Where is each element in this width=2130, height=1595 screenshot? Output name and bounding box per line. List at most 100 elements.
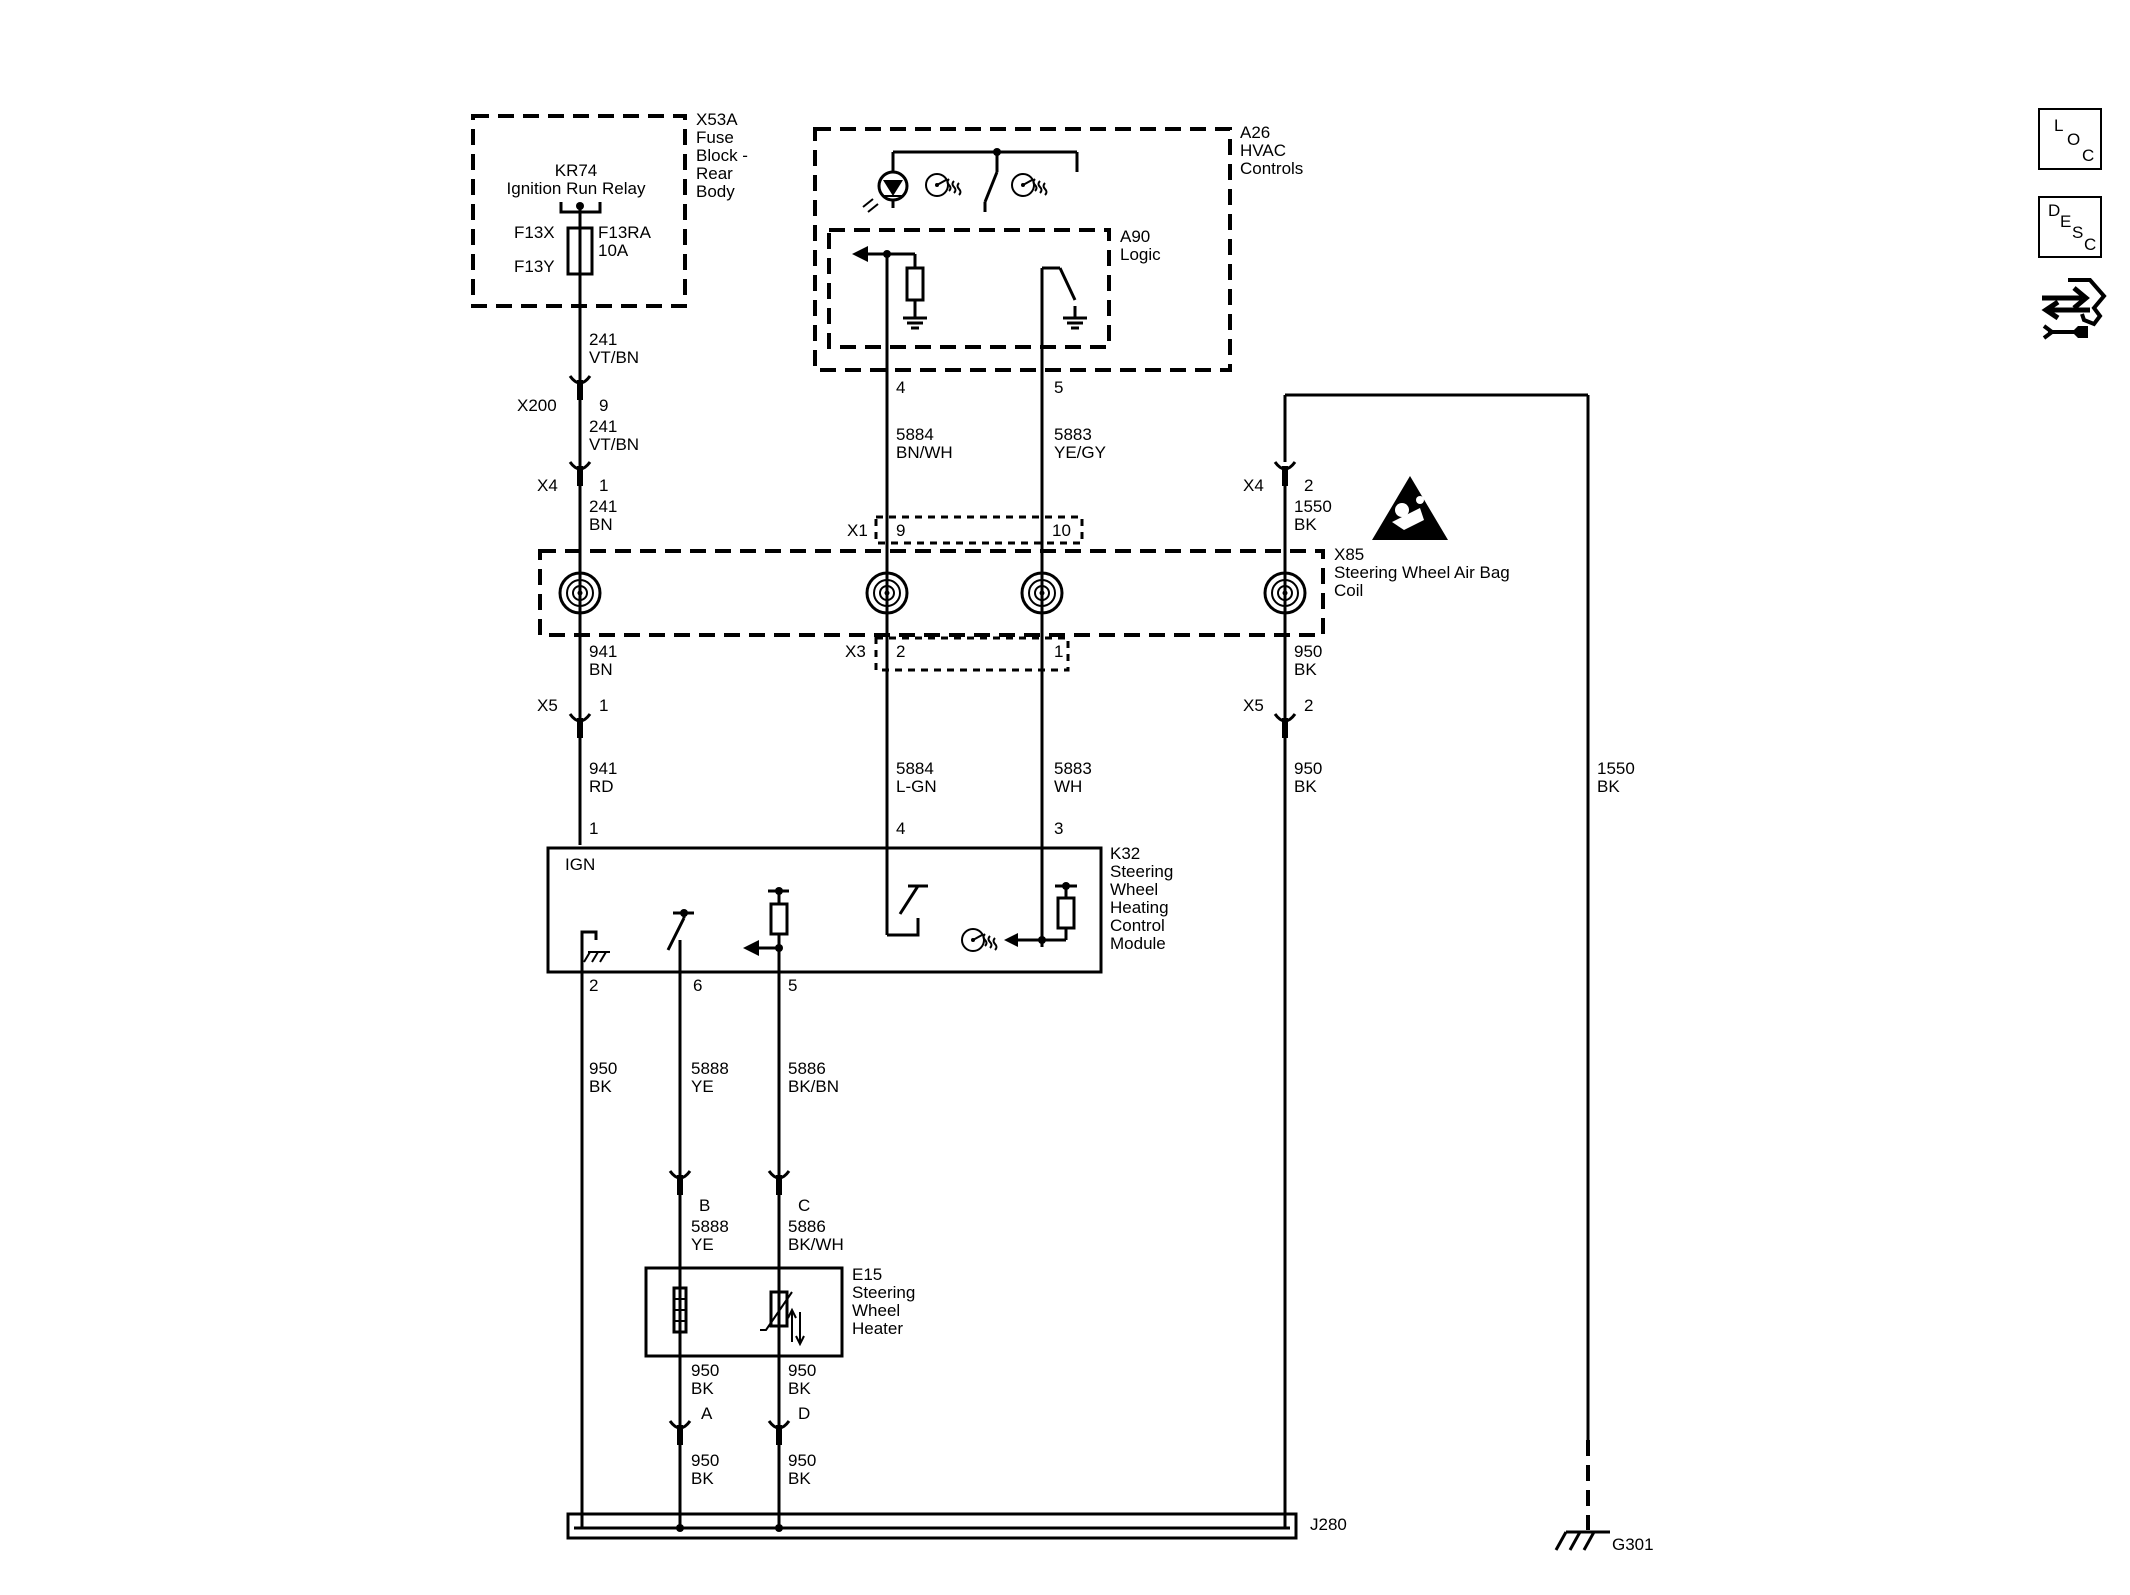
svg-text:BK: BK <box>1294 660 1317 679</box>
svg-text:Wheel: Wheel <box>1110 880 1158 899</box>
svg-text:Steering Wheel Air Bag: Steering Wheel Air Bag <box>1334 563 1510 582</box>
svg-text:6: 6 <box>693 976 702 995</box>
circuit-950-e15: 950 BK 950 BK A D 950 BK 950 BK <box>670 1361 816 1488</box>
svg-text:950: 950 <box>1294 759 1322 778</box>
svg-text:9: 9 <box>599 396 608 415</box>
svg-text:L-GN: L-GN <box>896 777 937 796</box>
loc-letter-o: O <box>2067 130 2081 149</box>
svg-text:950: 950 <box>691 1451 719 1470</box>
arrows-wrench-icon[interactable] <box>2038 276 2108 350</box>
circuit-1550-ground: 1550 BK G301 <box>1554 395 1654 1554</box>
svg-text:Module: Module <box>1110 934 1166 953</box>
svg-text:BK: BK <box>691 1469 714 1488</box>
svg-text:C: C <box>798 1196 810 1215</box>
heating-control-module-k32: IGN K32 Steering Wheel Heating Control M… <box>546 844 1173 995</box>
svg-text:E15: E15 <box>852 1265 882 1284</box>
svg-text:BK: BK <box>691 1379 714 1398</box>
kr74-label: KR74 <box>555 161 598 180</box>
svg-text:941: 941 <box>589 759 617 778</box>
svg-text:B: B <box>699 1196 710 1215</box>
desc-button[interactable]: D E S C <box>2038 196 2102 258</box>
circuit-5888: 5888 YE B 5888 YE <box>670 972 729 1515</box>
svg-text:BK: BK <box>1294 515 1317 534</box>
svg-text:2: 2 <box>1304 476 1313 495</box>
svg-text:F13X: F13X <box>514 223 555 242</box>
fuse-block-x53a: X53A Fuse Block - Rear Body KR74 Ignitio… <box>471 110 748 308</box>
svg-text:950: 950 <box>691 1361 719 1380</box>
svg-text:5: 5 <box>1054 378 1063 397</box>
svg-text:HVAC: HVAC <box>1240 141 1286 160</box>
svg-text:YE/GY: YE/GY <box>1054 443 1106 462</box>
svg-text:VT/BN: VT/BN <box>589 435 639 454</box>
svg-text:Wheel: Wheel <box>852 1301 900 1320</box>
svg-text:1: 1 <box>589 819 598 838</box>
svg-text:3: 3 <box>1054 819 1063 838</box>
svg-text:1550: 1550 <box>1597 759 1635 778</box>
connector-x1: X1 <box>847 515 1084 545</box>
loc-letter-c: C <box>2082 146 2095 165</box>
svg-text:Rear: Rear <box>696 164 733 183</box>
svg-text:Logic: Logic <box>1120 245 1161 264</box>
svg-text:A90: A90 <box>1120 227 1150 246</box>
circuit-5884: 4 5884 BN/WH 9 2 5884 L-GN 4 <box>885 254 953 935</box>
svg-text:2: 2 <box>896 642 905 661</box>
svg-text:950: 950 <box>788 1361 816 1380</box>
svg-text:5886: 5886 <box>788 1059 826 1078</box>
svg-text:1: 1 <box>1054 642 1063 661</box>
svg-text:10A: 10A <box>598 241 629 260</box>
airbag-coil-x85: X85 Steering Wheel Air Bag Coil <box>538 545 1510 637</box>
svg-text:BK/WH: BK/WH <box>788 1235 844 1254</box>
svg-text:X4: X4 <box>1243 476 1264 495</box>
svg-text:Heater: Heater <box>852 1319 903 1338</box>
svg-text:BK: BK <box>788 1469 811 1488</box>
svg-text:1: 1 <box>599 696 608 715</box>
svg-text:VT/BN: VT/BN <box>589 348 639 367</box>
svg-text:BK: BK <box>1294 777 1317 796</box>
svg-text:Fuse: Fuse <box>696 128 734 147</box>
svg-text:950: 950 <box>788 1451 816 1470</box>
svg-text:X3: X3 <box>845 642 866 661</box>
svg-text:950: 950 <box>589 1059 617 1078</box>
svg-text:5886: 5886 <box>788 1217 826 1236</box>
svg-text:BN: BN <box>589 660 613 679</box>
clockspring-coil-1 <box>558 571 602 615</box>
steering-wheel-heater-e15: E15 Steering Wheel Heater <box>644 1265 915 1358</box>
hvac-controls-a26: A26 HVAC Controls <box>813 123 1303 372</box>
svg-text:BK: BK <box>788 1379 811 1398</box>
svg-text:941: 941 <box>589 642 617 661</box>
svg-text:RD: RD <box>589 777 614 796</box>
svg-text:5883: 5883 <box>1054 759 1092 778</box>
svg-text:BN/WH: BN/WH <box>896 443 953 462</box>
svg-text:241: 241 <box>589 330 617 349</box>
svg-text:4: 4 <box>896 819 905 838</box>
circuit-950-k32-ground: 950 BK <box>580 972 617 1515</box>
svg-text:Block -: Block - <box>696 146 748 165</box>
svg-text:X85: X85 <box>1334 545 1364 564</box>
svg-text:X5: X5 <box>537 696 558 715</box>
svg-text:A26: A26 <box>1240 123 1270 142</box>
svg-text:WH: WH <box>1054 777 1082 796</box>
desc-letter-e: E <box>2060 212 2072 231</box>
svg-text:241: 241 <box>589 417 617 436</box>
connector-x3: X3 <box>845 636 1070 672</box>
svg-text:YE: YE <box>691 1077 714 1096</box>
svg-text:IGN: IGN <box>565 855 595 874</box>
svg-text:5: 5 <box>788 976 797 995</box>
svg-text:5884: 5884 <box>896 759 934 778</box>
svg-text:Steering: Steering <box>852 1283 915 1302</box>
svg-text:950: 950 <box>1294 642 1322 661</box>
desc-letter-d: D <box>2048 201 2061 220</box>
svg-text:5884: 5884 <box>896 425 934 444</box>
svg-text:Control: Control <box>1110 916 1165 935</box>
circuit-1550-950: X4 2 1550 BK 950 BK X5 2 950 BK <box>1243 393 1588 1515</box>
svg-text:BN: BN <box>589 515 613 534</box>
heat-switch-icon <box>1011 173 1048 197</box>
clockspring-coil-2 <box>865 571 909 615</box>
svg-text:F13Y: F13Y <box>514 257 555 276</box>
svg-text:X1: X1 <box>847 521 868 540</box>
svg-text:A: A <box>701 1404 713 1423</box>
svg-text:X200: X200 <box>517 396 557 415</box>
loc-button[interactable]: L O C <box>2038 108 2102 170</box>
svg-text:4: 4 <box>896 378 905 397</box>
